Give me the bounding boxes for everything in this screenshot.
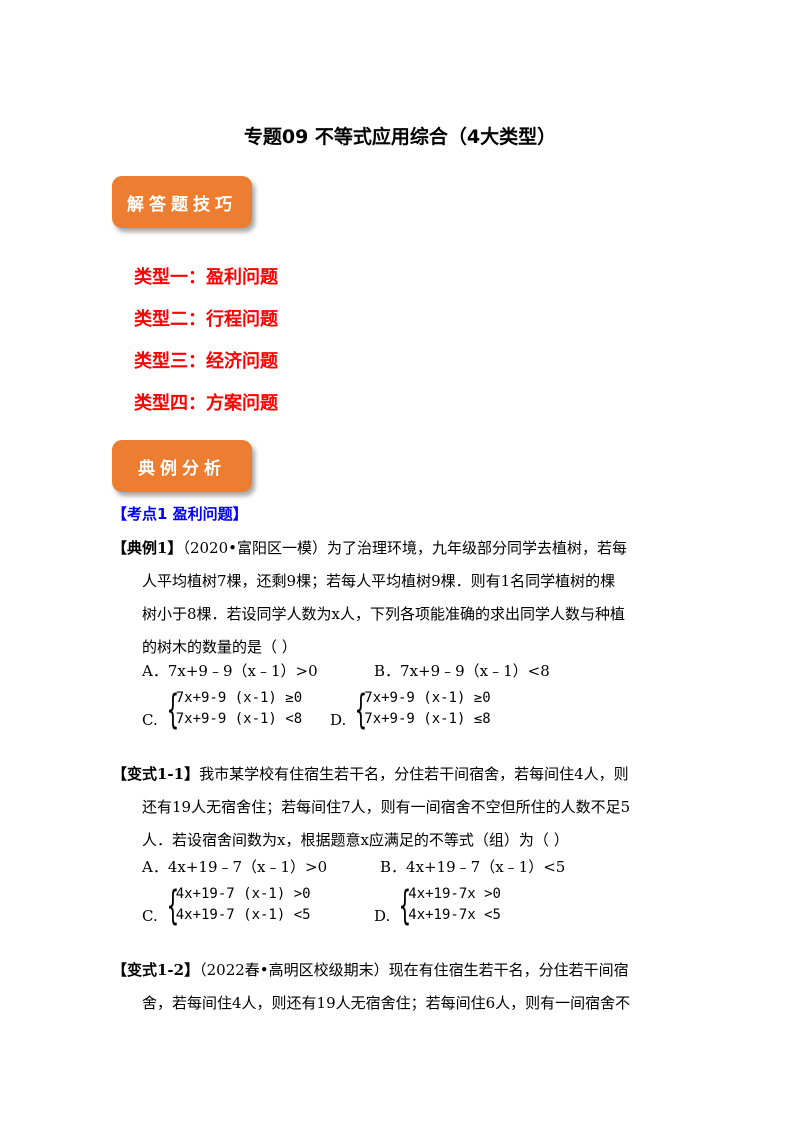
option-b: B．7x+9﹣9（x﹣1）<8 <box>374 662 550 680</box>
problem-text: 我市某学校有住宿生若干名，分住若干间宿舍，若每间住4人，则 <box>199 765 629 783</box>
inequality: 7x+9-9 (x-1) <8 <box>175 711 303 727</box>
option-letter: C. <box>142 711 158 729</box>
problem-text: 人．若设宿舍间数为x，根据题意x应满足的不等式（组）为（ ） <box>142 831 569 849</box>
type-item: 类型四：方案问题 <box>134 393 278 414</box>
brace-icon: { <box>398 883 412 929</box>
example-label: 【变式1-2】 <box>112 961 200 979</box>
inequality: 4x+19-7 (x-1) >0 <box>175 886 311 902</box>
option-a: A．4x+19﹣7（x﹣1）>0 <box>142 858 328 876</box>
type-item: 类型三：经济问题 <box>134 351 278 372</box>
option-letter: D. <box>374 907 391 925</box>
type-item: 类型二：行程问题 <box>134 309 278 330</box>
inequality: 7x+9-9 (x-1) ≥0 <box>175 690 303 706</box>
problem-text: 的树木的数量的是（ ） <box>142 638 297 656</box>
topic-heading: 【考点1 盈利问题】 <box>112 505 248 523</box>
option-c: C. { 7x+9-9 (x-1) ≥0 7x+9-9 (x-1) <8 <box>142 688 302 730</box>
inequality: 7x+9-9 (x-1) ≤8 <box>364 711 491 727</box>
option-letter: C. <box>142 907 158 925</box>
section-badge-examples: 典例分析 <box>112 440 252 492</box>
inequality: 7x+9-9 (x-1) ≥0 <box>364 690 491 706</box>
brace-icon: { <box>354 687 368 733</box>
example-1: 【典例1】（2020•富阳区一模）为了治理环境，九年级部分同学去植树，若每 人平… <box>112 532 692 664</box>
inequality: 4x+19-7x <5 <box>408 907 501 923</box>
problem-text: （2020•富阳区一模）为了治理环境，九年级部分同学去植树，若每 <box>182 539 627 557</box>
page-title: 专题09 不等式应用综合（4大类型） <box>243 126 557 148</box>
problem-text: 舍，若每间住4人，则还有19人无宿舍住；若每间住6人，则有一间宿舍不 <box>142 994 631 1012</box>
section-badge-skills: 解答题技巧 <box>112 176 252 228</box>
option-a: A．7x+9﹣9（x﹣1）>0 <box>142 662 318 680</box>
example-label: 【变式1-1】 <box>112 765 200 783</box>
option-c: C. { 4x+19-7 (x-1) >0 4x+19-7 (x-1) <5 <box>142 884 311 926</box>
option-b: B．4x+19﹣7（x﹣1）<5 <box>380 858 566 876</box>
inequality: 4x+19-7x >0 <box>408 886 501 902</box>
option-letter: D. <box>330 711 347 729</box>
example-label: 【典例1】 <box>112 539 183 557</box>
variant-1-1: 【变式1-1】我市某学校有住宿生若干名，分住若干间宿舍，若每间住4人，则 还有1… <box>112 758 692 857</box>
problem-text: 树小于8棵．若设同学人数为x人，下列各项能准确的求出同学人数与种植 <box>142 605 626 623</box>
type-list: 类型一：盈利问题 类型二：行程问题 类型三：经济问题 类型四：方案问题 <box>134 262 278 430</box>
variant-1-2: 【变式1-2】（2022春•高明区校级期末）现在有住宿生若干名，分住若干间宿 舍… <box>112 954 692 1020</box>
option-d: D. { 4x+19-7x >0 4x+19-7x <5 <box>374 884 501 926</box>
problem-text: 还有19人无宿舍住；若每间住7人，则有一间宿舍不空但所住的人数不足5 <box>142 798 631 816</box>
brace-icon: { <box>166 883 179 929</box>
problem-text: 人平均植树7棵，还剩9棵；若每人平均植树9棵．则有1名同学植树的棵 <box>142 572 616 590</box>
type-item: 类型一：盈利问题 <box>134 267 278 288</box>
inequality: 4x+19-7 (x-1) <5 <box>175 907 311 923</box>
option-d: D. { 7x+9-9 (x-1) ≥0 7x+9-9 (x-1) ≤8 <box>330 688 491 730</box>
brace-icon: { <box>166 687 179 733</box>
problem-text: （2022春•高明区校级期末）现在有住宿生若干名，分住若干间宿 <box>199 961 629 979</box>
